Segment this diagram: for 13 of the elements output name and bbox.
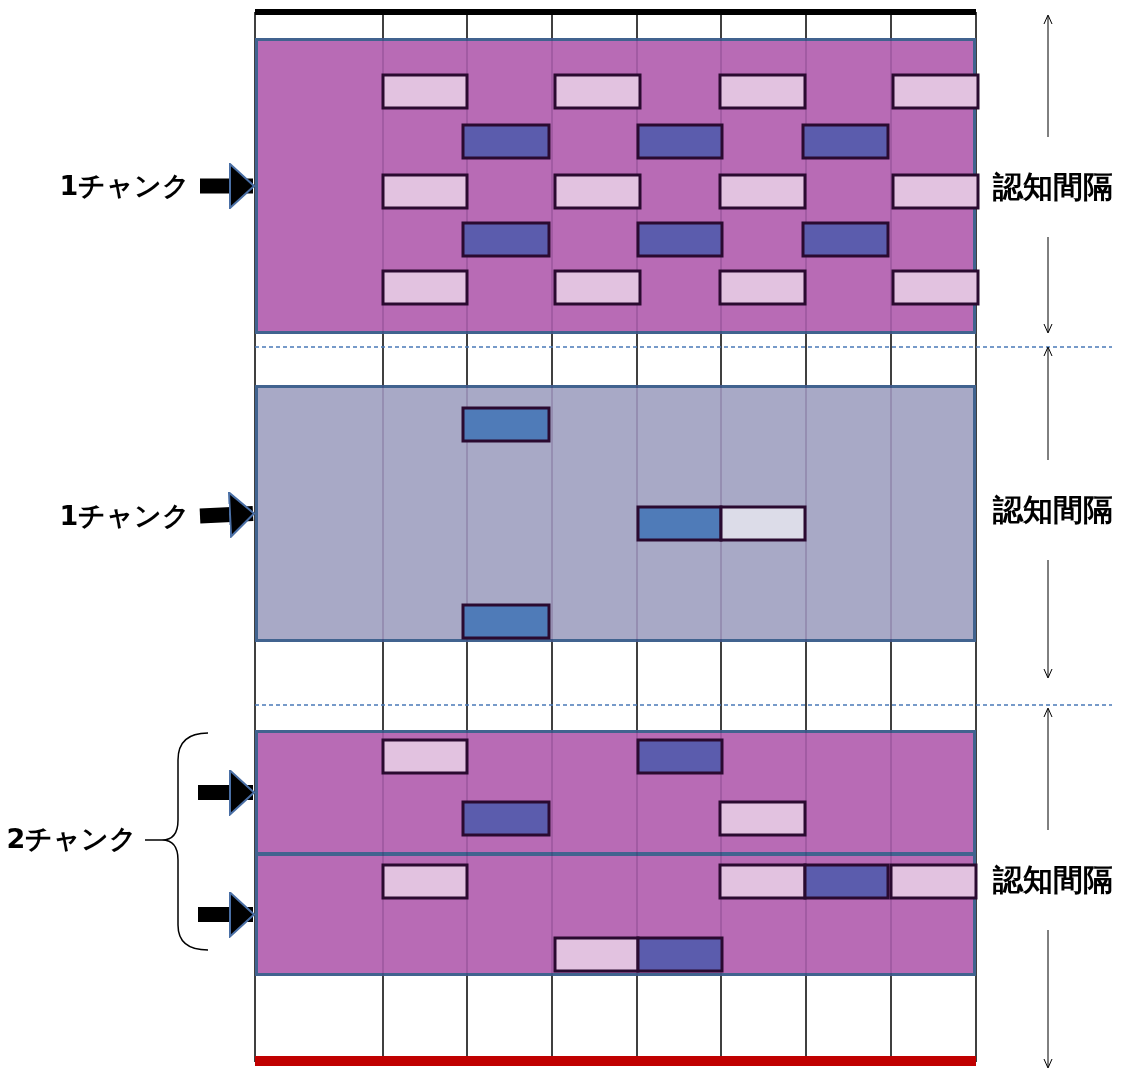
chunk-band: [255, 730, 976, 855]
interval-label: 認知間隔: [992, 860, 1114, 899]
arrow: [199, 491, 255, 538]
arrow: [198, 769, 255, 816]
chunk-band: [255, 853, 976, 976]
chunk-label: 1チャンク: [58, 495, 192, 537]
interval-label: 認知間隔: [992, 167, 1114, 206]
chunk-band: [255, 385, 976, 642]
chunk-label: 2チャンク: [2, 818, 142, 860]
arrow: [200, 163, 255, 209]
interval-label: 認知間隔: [992, 490, 1114, 529]
arrow: [198, 891, 255, 938]
chunk-label: 1チャンク: [58, 165, 192, 207]
